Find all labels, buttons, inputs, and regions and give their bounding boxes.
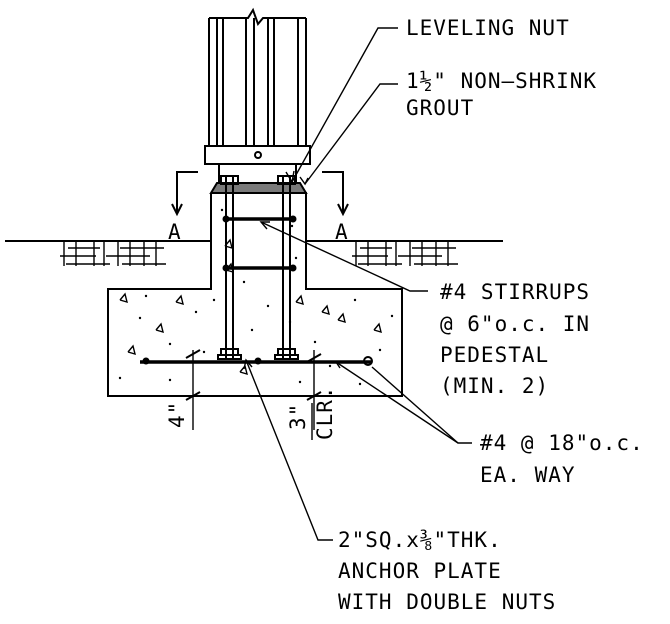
label-plate-line-1: 2"SQ.x⅜"THK. <box>338 528 502 552</box>
label-stirrups-line-2: @ 6"o.c. IN <box>440 312 590 336</box>
bottom-rebar <box>140 356 373 366</box>
ground-line <box>5 240 503 266</box>
label-stirrups-line-1: #4 STIRRUPS <box>440 280 590 304</box>
dimension-bottom-cover <box>185 349 201 430</box>
label-rebar-line-2: EA. WAY <box>480 463 576 487</box>
label-clear-cover-2: CLR. <box>313 385 337 440</box>
label-grout-line-2: GROUT <box>406 96 474 120</box>
label-bottom-cover: 4" <box>165 401 189 428</box>
dimension-clear-cover <box>306 350 322 430</box>
leader-rebar <box>334 361 472 444</box>
section-label-right: A <box>335 220 349 244</box>
section-cut-left <box>171 171 198 217</box>
label-rebar-line-1: #4 @ 18"o.c. <box>480 431 644 455</box>
section-cut-right <box>322 171 349 217</box>
label-plate-line-3: WITH DOUBLE NUTS <box>338 590 556 614</box>
leader-stirrups <box>259 221 428 292</box>
steel-post <box>204 7 311 183</box>
label-leveling-nut: LEVELING NUT <box>406 16 570 40</box>
leader-grout <box>299 83 398 186</box>
label-stirrups-line-4: (MIN. 2) <box>440 374 549 398</box>
section-label-left: A <box>168 220 182 244</box>
leader-leveling-nut <box>285 27 398 184</box>
stirrups <box>222 215 297 272</box>
label-plate-line-2: ANCHOR PLATE <box>338 559 502 583</box>
label-stirrups-line-3: PEDESTAL <box>440 343 549 367</box>
concrete-footing <box>107 192 403 397</box>
label-clear-cover-1: 3" <box>286 403 310 430</box>
label-grout-line-1: 1½" NON–SHRINK <box>406 69 597 93</box>
leader-anchor-plate <box>243 358 333 541</box>
